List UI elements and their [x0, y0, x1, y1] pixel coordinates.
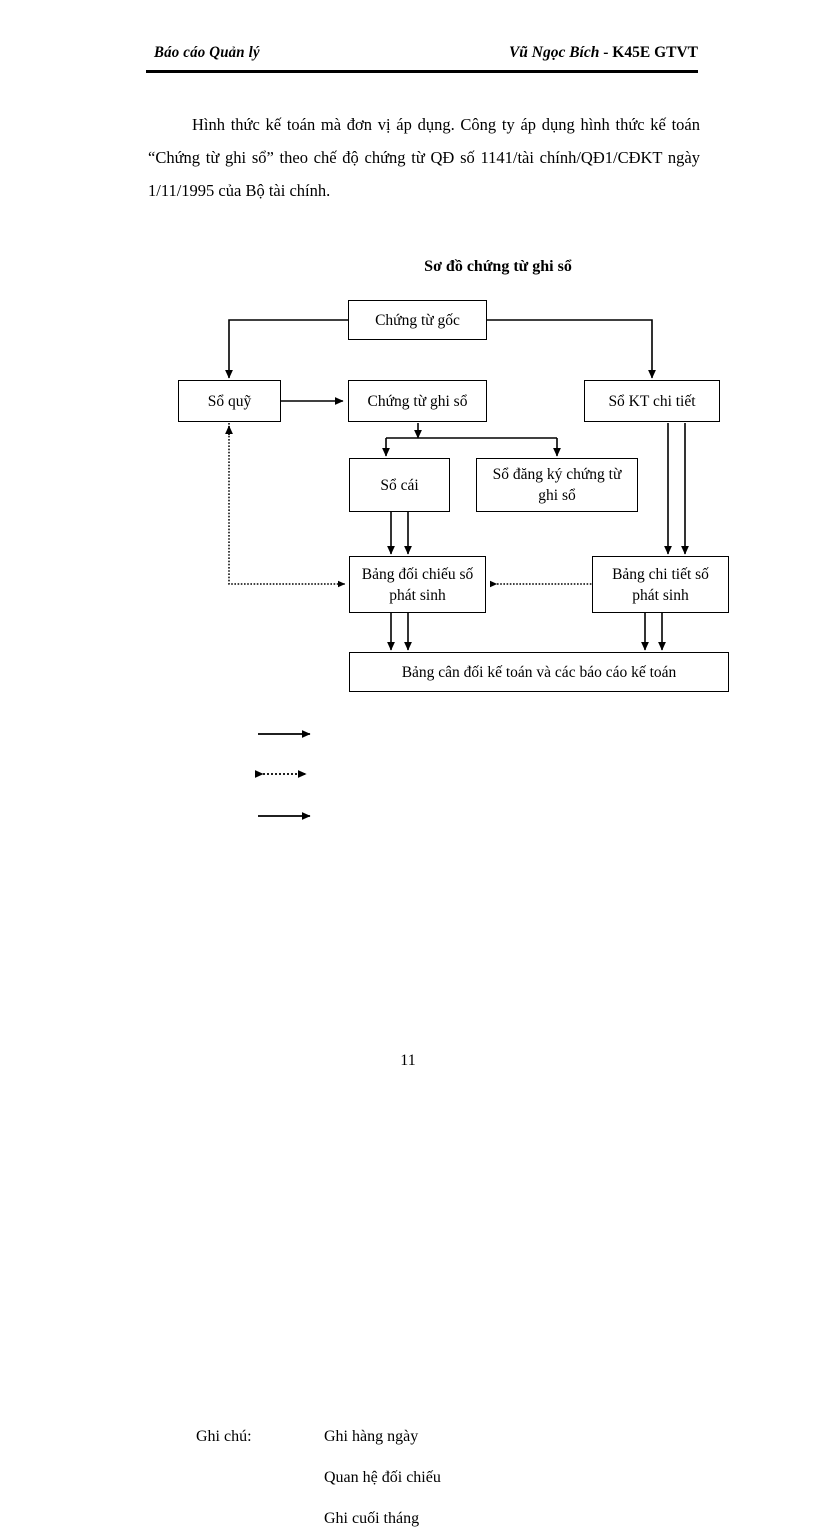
node-chung-tu-ghi-so: Chứng từ ghi sổ	[348, 380, 487, 422]
diagram-title: Sơ đồ chứng từ ghi sổ	[0, 258, 816, 276]
header-author-name: Vũ Ngọc Bích	[508, 44, 600, 61]
legend-label: Ghi chú:	[196, 1428, 252, 1445]
node-label: Chứng từ gốc	[375, 311, 460, 329]
diagram-legend: Ghi chú: Ghi hàng ngày Quan hệ đối chiếu…	[0, 710, 816, 1527]
node-label: Chứng từ ghi sổ	[367, 392, 468, 410]
diagram-title-text: Sơ đồ chứng từ ghi sổ	[424, 258, 572, 275]
node-so-dang-ky-chung-tu-ghi-so: Sổ đăng ký chứng từ ghi sổ	[476, 458, 638, 512]
header-rule	[146, 70, 698, 73]
node-label: Bảng đối chiếu số phát sinh	[361, 565, 474, 604]
legend-item-text-2: Quan hệ đối chiếu	[324, 1469, 441, 1486]
node-label: Sổ KT chi tiết	[608, 392, 696, 410]
node-so-cai: Sổ cái	[349, 458, 450, 512]
node-label: Sổ quỹ	[207, 392, 252, 410]
node-chung-tu-goc: Chứng từ gốc	[348, 300, 487, 340]
page-number: 11	[400, 1052, 416, 1069]
node-bang-chi-tiet-so-phat-sinh: Bảng chi tiết số phát sinh	[592, 556, 729, 613]
legend-item-text-1: Ghi hàng ngày	[324, 1428, 419, 1445]
header-author-block: Vũ Ngọc Bích - K45E GTVT	[509, 44, 698, 62]
header-class-code: K45E GTVT	[612, 44, 698, 61]
node-so-kt-chi-tiet: Sổ KT chi tiết	[584, 380, 720, 422]
node-label: Bảng chi tiết số phát sinh	[612, 565, 709, 604]
body-paragraph: Hình thức kế toán mà đơn vị áp dụng. Côn…	[148, 115, 700, 200]
header-report-title: Báo cáo Quản lý	[154, 44, 260, 61]
node-label: Bảng cân đối kế toán và các báo cáo kế t…	[401, 663, 677, 681]
header-separator: -	[599, 44, 613, 61]
legend-markers	[255, 730, 311, 820]
node-bang-can-doi-ke-toan: Bảng cân đối kế toán và các báo cáo kế t…	[349, 652, 729, 692]
flowchart-diagram: Sơ đồ chứng từ ghi sổ	[0, 250, 816, 710]
document-page: Báo cáo Quản lý Vũ Ngọc Bích - K45E GTVT…	[0, 44, 816, 1527]
running-header: Báo cáo Quản lý Vũ Ngọc Bích - K45E GTVT	[146, 44, 698, 74]
flowchart-connectors	[225, 319, 689, 651]
node-so-quy: Sổ quỹ	[178, 380, 281, 422]
node-label: Sổ đăng ký chứng từ ghi sổ	[492, 466, 622, 504]
node-bang-doi-chieu-so-phat-sinh: Bảng đối chiếu số phát sinh	[349, 556, 486, 613]
node-label: Sổ cái	[380, 476, 419, 494]
legend-item-text-3: Ghi cuối tháng	[324, 1510, 420, 1527]
